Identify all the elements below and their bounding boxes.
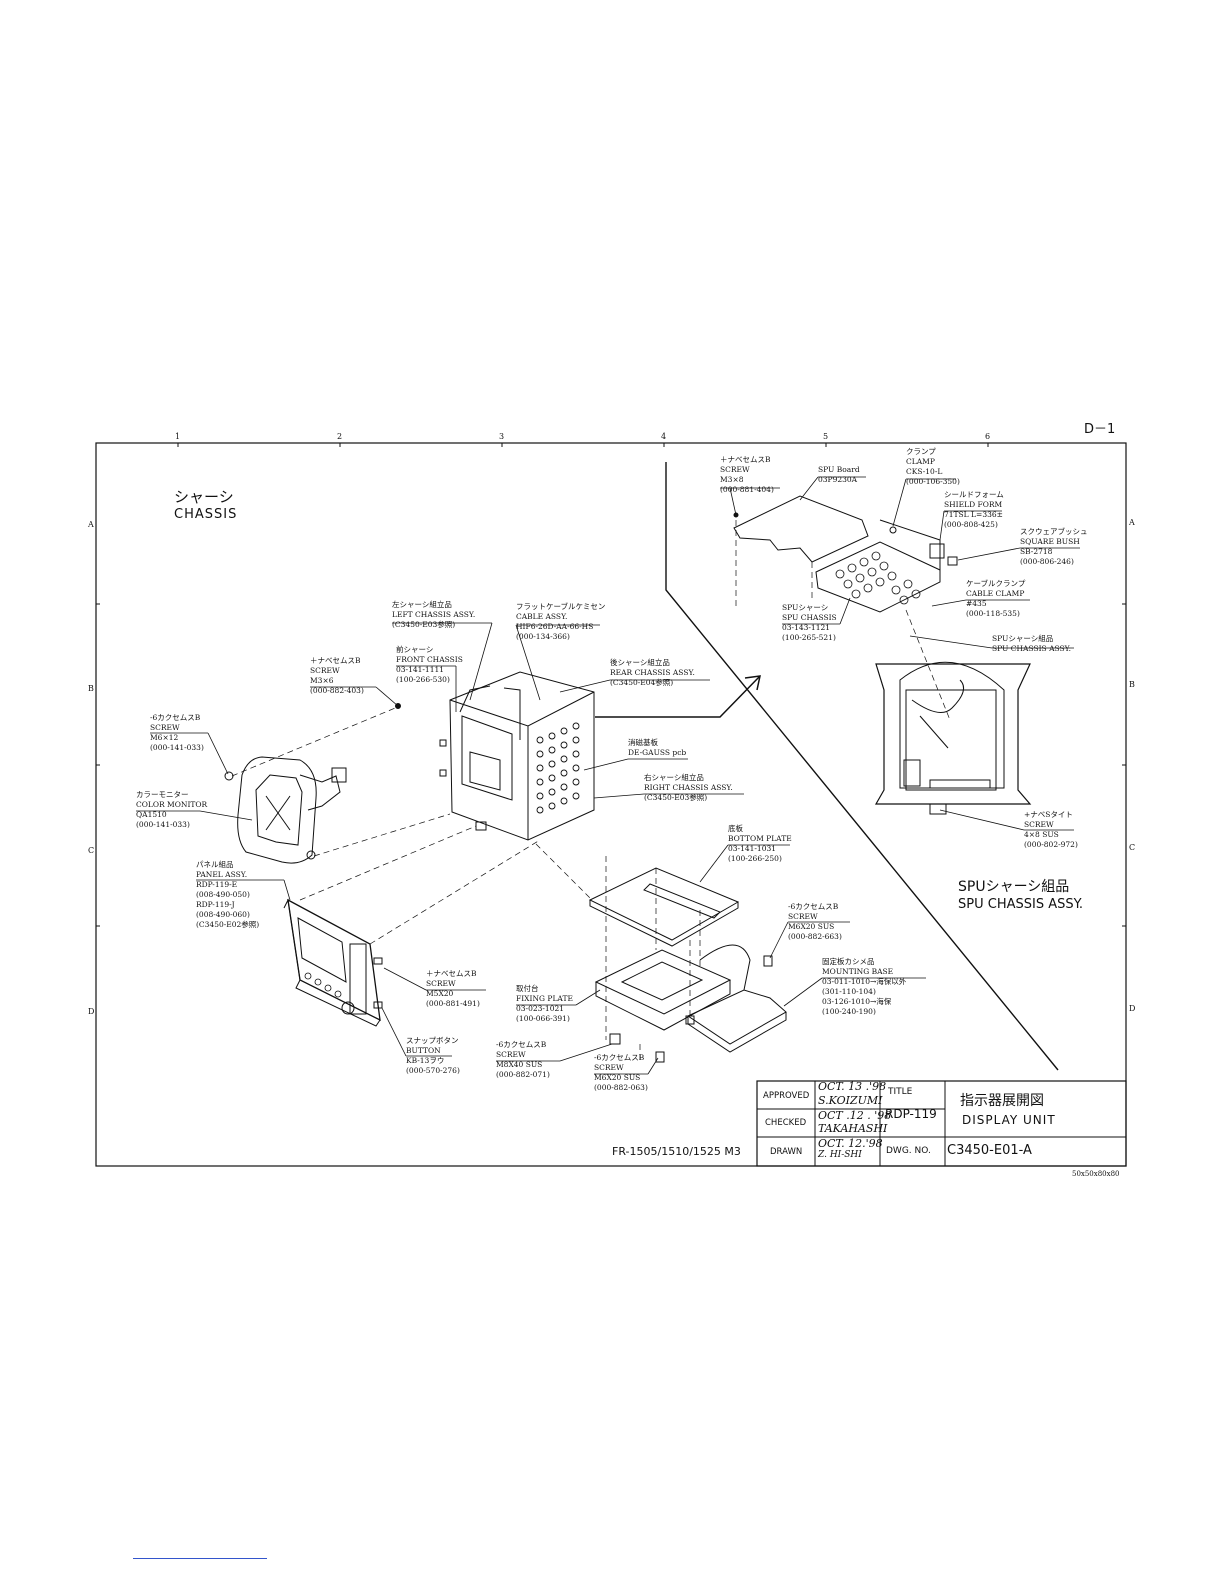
checked-signature: TAKAHASHI <box>818 1122 888 1135</box>
checked-label: CHECKED <box>765 1118 807 1128</box>
spu-title-en: SPU CHASSIS ASSY. <box>958 897 1084 912</box>
grid-row-a-left: A <box>88 520 94 529</box>
title-model: RDP-119 <box>885 1107 937 1121</box>
grid-col-1: 1 <box>175 432 181 441</box>
sheet-id: D－1 <box>1084 422 1116 437</box>
model-line: FR-1505/1510/1525 M3 <box>612 1145 741 1158</box>
footer-rule <box>133 1558 267 1559</box>
drawn-signature: Z. HI-SHI <box>818 1150 862 1160</box>
paper-code: 50x50x80x80 <box>1072 1170 1120 1178</box>
grid-col-5: 5 <box>823 432 829 441</box>
title-en: DISPLAY UNIT <box>962 1113 1056 1127</box>
grid-col-6: 6 <box>985 432 991 441</box>
approved-signature: S.KOIZUMI <box>818 1094 883 1107</box>
bottom-plate-drawing <box>588 867 740 947</box>
spu-assembly-view-drawing <box>874 661 1032 815</box>
panel-assy-drawing <box>283 898 381 1027</box>
title-jp: 指示器展開図 <box>960 1093 1044 1109</box>
drawn-label: DRAWN <box>770 1147 803 1157</box>
spu-title-jp: SPUシャーシ組品 <box>958 879 1070 895</box>
main-chassis-drawing <box>439 671 595 841</box>
chassis-title-en: CHASSIS <box>174 507 238 522</box>
grid-row-b-left: B <box>88 684 94 693</box>
title-block <box>756 1080 1127 1167</box>
grid-row-a-right: A <box>1129 518 1135 527</box>
checked-date: OCT .12 . '98 <box>818 1109 892 1122</box>
fixing-plate-drawing <box>594 949 732 1031</box>
dwg-no: C3450-E01-A <box>947 1143 1032 1158</box>
chassis-title-jp: シャーシ <box>174 488 234 506</box>
grid-col-3: 3 <box>499 432 505 441</box>
spu-chassis-drawing <box>733 495 958 613</box>
drawn-date: OCT. 12.'98 <box>818 1137 883 1150</box>
grid-col-2: 2 <box>337 432 343 441</box>
grid-row-c-left: C <box>88 846 95 855</box>
approved-label: APPROVED <box>763 1091 810 1101</box>
spu-divider-line <box>665 462 1059 1071</box>
grid-row-b-right: B <box>1129 680 1135 689</box>
approved-date: OCT. 13 .'98 <box>818 1080 887 1093</box>
title-label: TITLE <box>888 1087 913 1097</box>
drawing-frame <box>95 442 1127 1167</box>
grid-row-d-right: D <box>1129 1004 1136 1013</box>
dwg-no-label: DWG. NO. <box>886 1146 931 1156</box>
grid-row-c-right: C <box>1129 843 1136 852</box>
grid-col-4: 4 <box>661 432 667 441</box>
mounting-base-drawing <box>686 944 787 1053</box>
grid-row-d-left: D <box>88 1007 95 1016</box>
color-monitor-drawing <box>224 756 347 864</box>
